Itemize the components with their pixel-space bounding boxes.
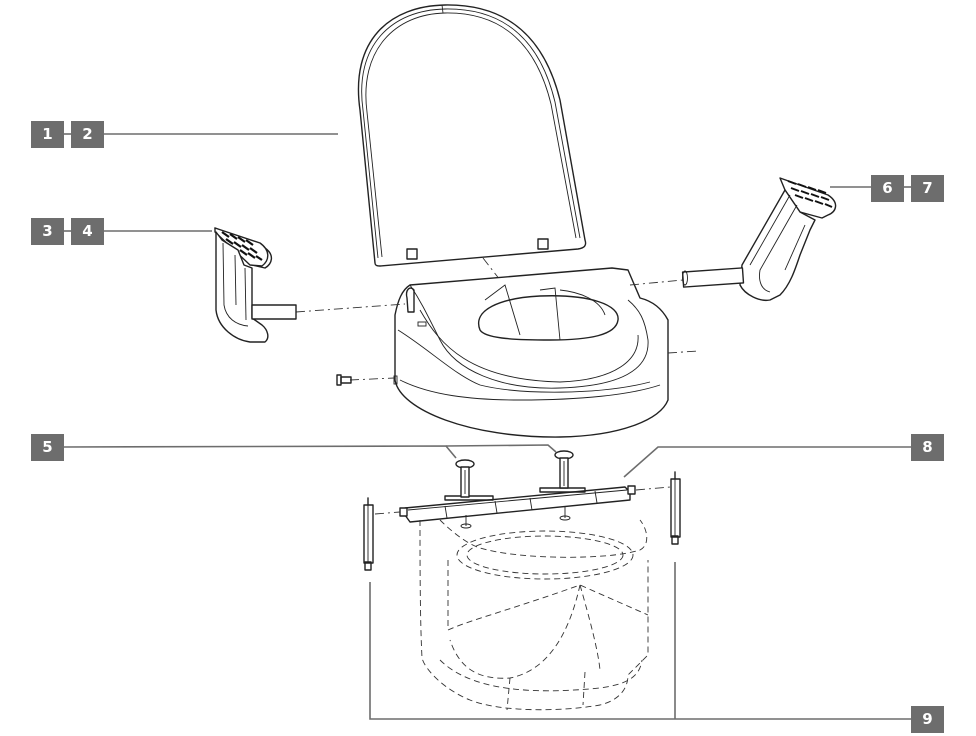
pin-drawing	[336, 374, 352, 386]
side-clamps-drawing	[363, 471, 681, 571]
lid-drawing	[357, 4, 587, 267]
callout-1: 1	[31, 121, 64, 148]
callout-6: 6	[871, 175, 904, 202]
callout-5: 5	[31, 434, 64, 461]
seat-body-drawing	[393, 267, 669, 438]
mounting-bracket-drawing	[399, 485, 636, 529]
callout-4: 4	[71, 218, 104, 245]
callout-2: 2	[71, 121, 104, 148]
mounting-bolts-drawing	[455, 450, 574, 498]
callout-7: 7	[911, 175, 944, 202]
callout-3: 3	[31, 218, 64, 245]
right-armrest-drawing	[681, 177, 837, 302]
leader-lines	[63, 133, 911, 720]
left-armrest-drawing	[214, 227, 297, 343]
callout-8: 8	[911, 434, 944, 461]
callout-9: 9	[911, 706, 944, 733]
toilet-bowl-phantom-drawing	[419, 519, 649, 711]
